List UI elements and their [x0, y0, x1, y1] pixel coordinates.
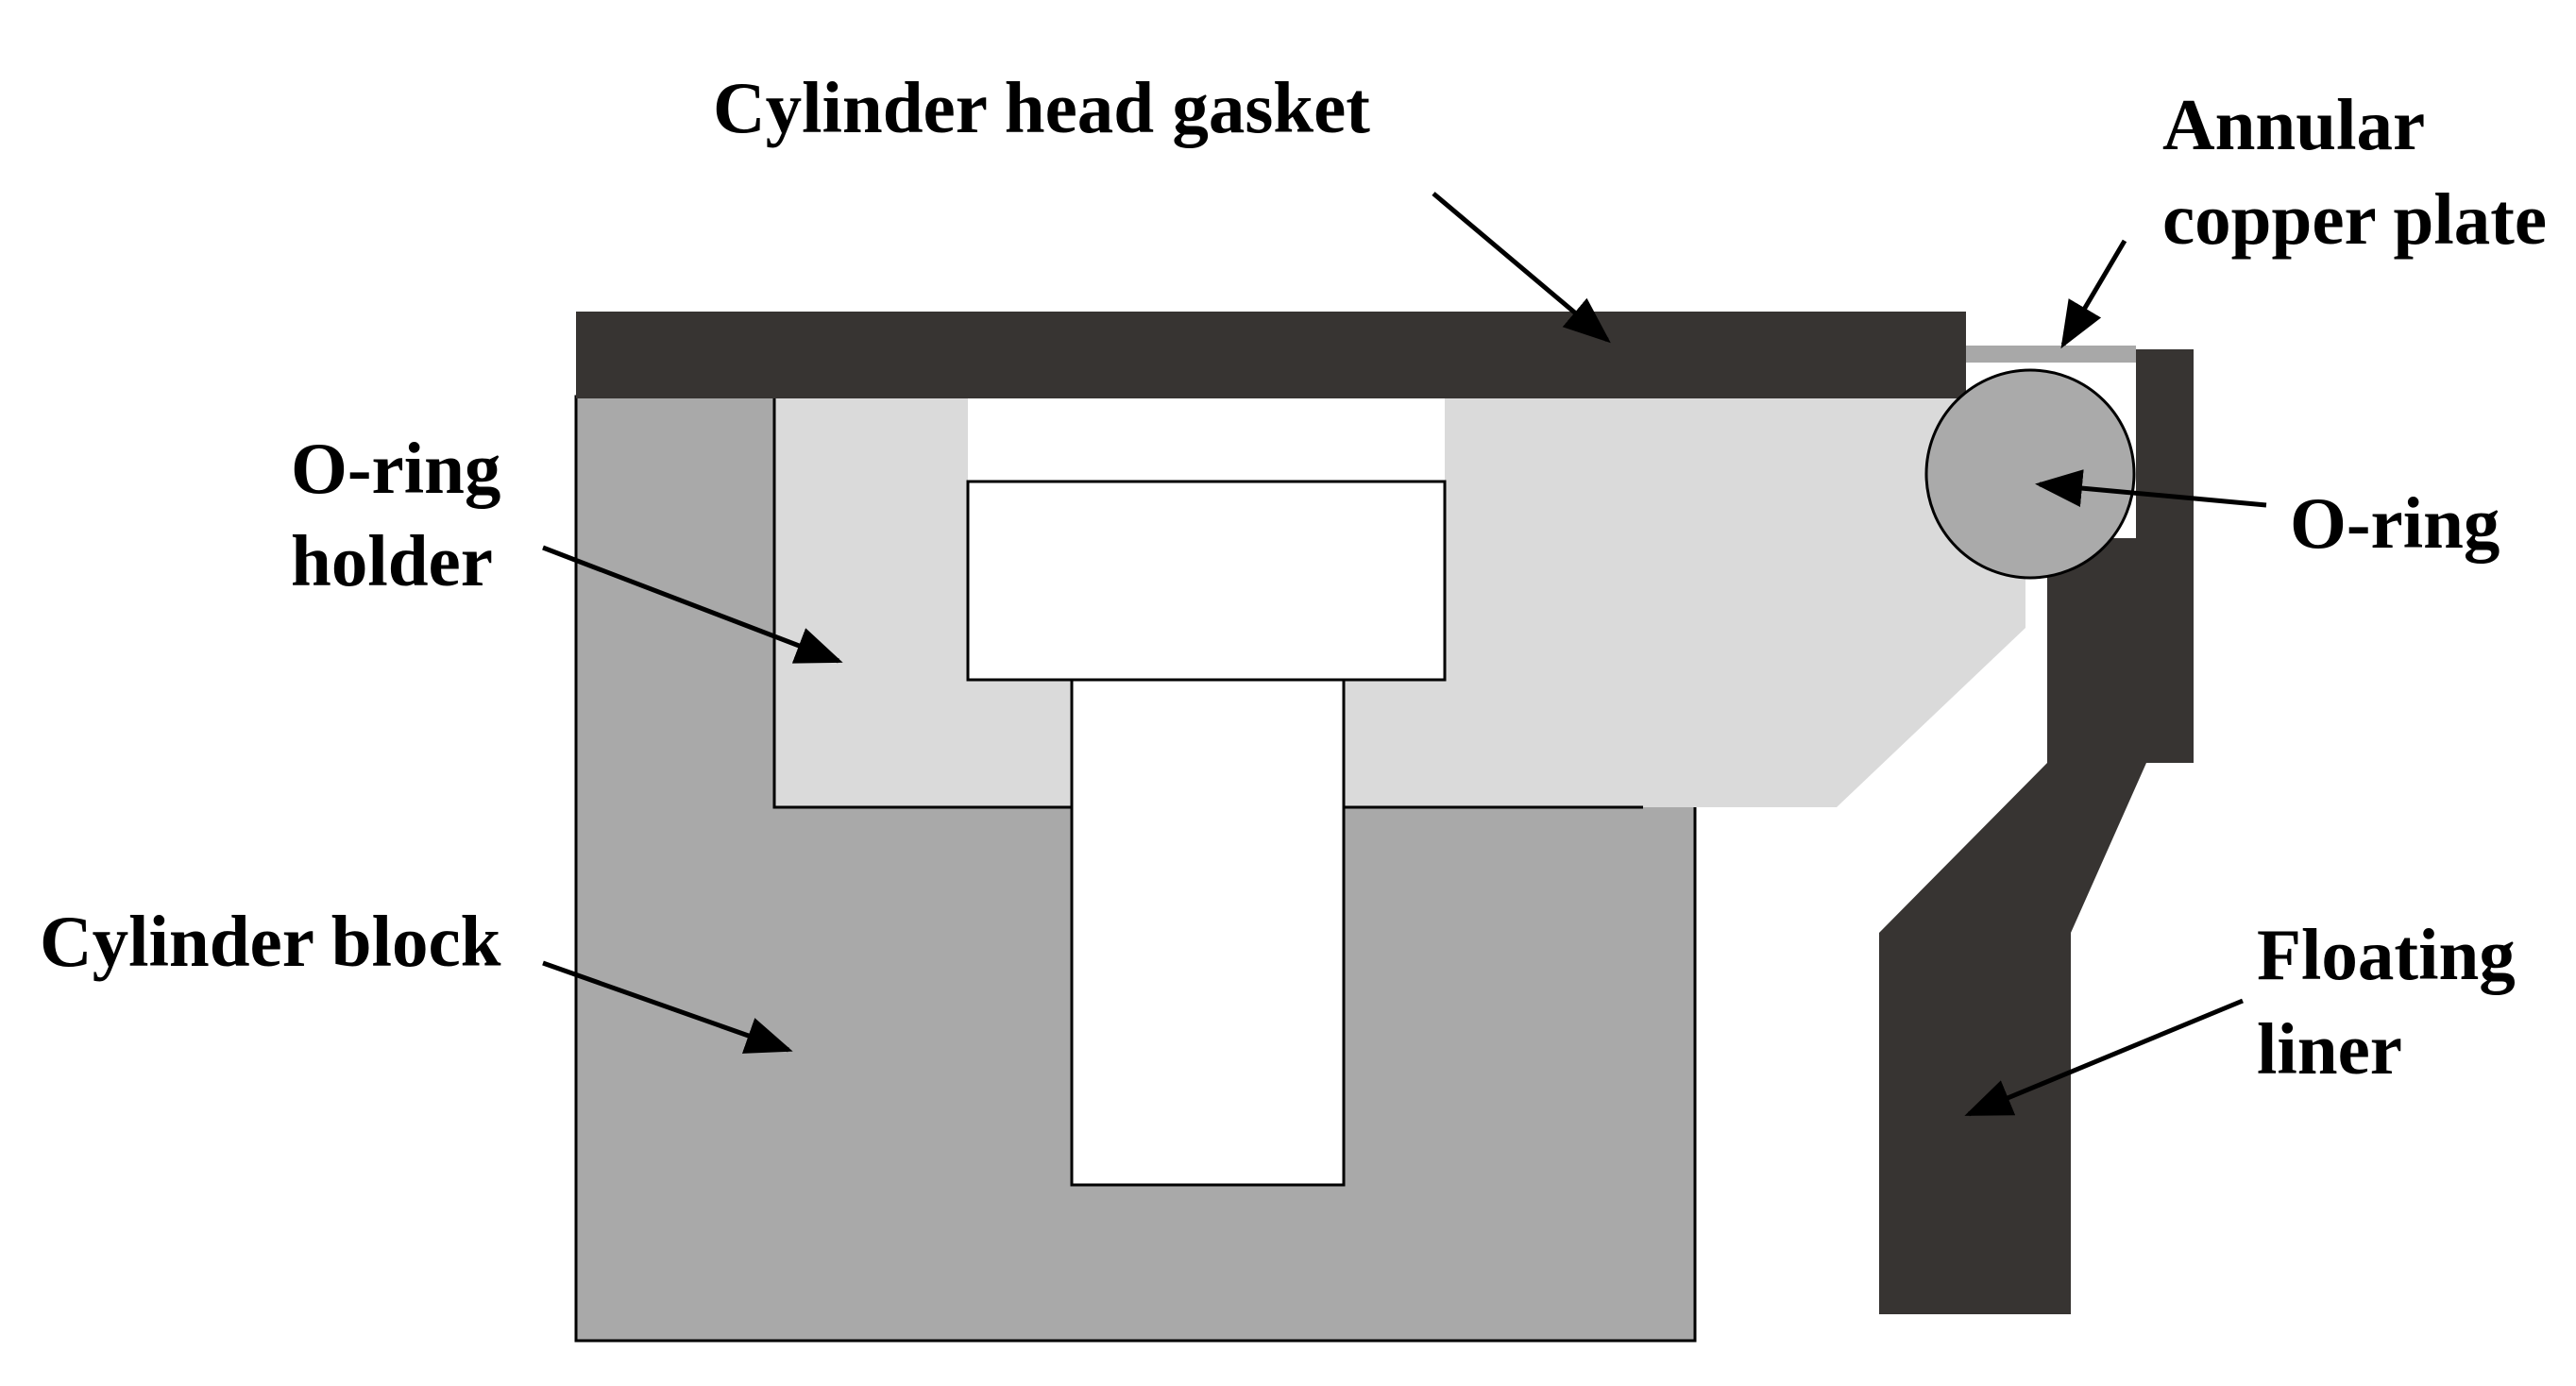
arrow-o-ring: [2035, 469, 2267, 508]
label-floating-liner: Floating liner: [2257, 914, 2534, 1090]
arrow-o-ring-holder: [542, 545, 843, 664]
label-cylinder-block: Cylinder block: [40, 901, 501, 982]
label-o-ring: O-ring: [2290, 482, 2500, 564]
o-ring: [1924, 368, 2136, 580]
label-cylinder-head-gasket: Cylinder head gasket: [713, 67, 1370, 148]
bolt-head: [966, 480, 1447, 682]
label-annular-copper-plate: Annular copper plate: [2162, 84, 2547, 260]
label-floating-liner-line2: liner: [2257, 1008, 2402, 1090]
arrow-cylinder-head-gasket: [1432, 192, 1611, 344]
label-o-ring-holder-line1: O-ring: [291, 428, 500, 509]
arrow-floating-liner: [1964, 998, 2244, 1117]
arrow-annular-copper-plate: [2060, 239, 2127, 349]
cylinder-head-gasket: [576, 312, 1966, 398]
label-o-ring-holder: O-ring holder: [291, 428, 519, 601]
o-ring-holder-outline: [772, 397, 1643, 809]
label-floating-liner-line1: Floating: [2257, 914, 2516, 995]
bolt-shank: [1070, 678, 1346, 1187]
label-o-ring-holder-line2: holder: [291, 520, 493, 601]
arrow-cylinder-block: [542, 960, 793, 1054]
floating-liner: [1879, 349, 2194, 1314]
annular-copper-plate: [1966, 346, 2136, 363]
bolt-slot: [968, 397, 1445, 482]
label-annular-copper-plate-line2: copper plate: [2162, 178, 2547, 260]
label-annular-copper-plate-line1: Annular: [2162, 84, 2424, 165]
